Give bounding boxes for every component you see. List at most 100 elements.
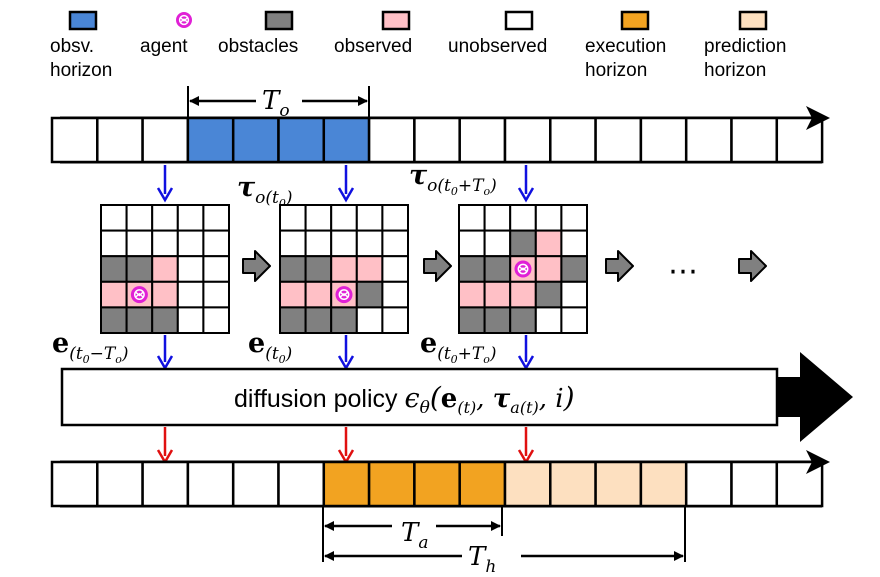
- legend-swatch-obstacles: [264, 10, 294, 31]
- grid-3-cell: [483, 204, 512, 232]
- chevron-arrow-1: [423, 250, 452, 282]
- grid-2-cell: [381, 255, 409, 283]
- grid-3-cell: [560, 280, 589, 309]
- chevron-arrow-3: [738, 250, 767, 282]
- top-timeline-cells: [50, 116, 824, 164]
- grid-1-cell: [151, 255, 179, 283]
- agent-icon: [176, 12, 192, 28]
- grid-2-cell: [381, 306, 409, 334]
- grid-2-cell: [355, 255, 384, 283]
- top-timeline-cell-1: [96, 116, 144, 164]
- bottom-timeline-cell-11: [549, 460, 597, 508]
- bottom-timeline-cell-12: [594, 460, 643, 508]
- legend-label-unobserved-0: unobserved: [448, 36, 547, 57]
- diffusion-policy-arrowhead: [777, 352, 853, 442]
- grid-1-cell: [202, 306, 230, 334]
- grid-3-cell: [534, 204, 563, 232]
- blue-arrow-top-0: [156, 165, 174, 203]
- legend-swatch-observed: [381, 10, 411, 31]
- legend-label-prediction-0: prediction: [704, 36, 786, 57]
- grid-1-cell: [151, 306, 179, 334]
- grid-3-cell: [534, 255, 563, 283]
- grid-1-cell: [176, 229, 205, 258]
- bottom-timeline-cell-1: [96, 460, 144, 508]
- grid-1-cell: [202, 229, 230, 258]
- grid-2-cell: [304, 204, 333, 232]
- grid-1-cell: [100, 229, 128, 258]
- top-timeline-cell-12: [594, 116, 643, 164]
- grid-3-cell: [509, 306, 537, 334]
- to-label: To: [262, 86, 290, 121]
- blue-arrow-top-2: [517, 165, 535, 203]
- diffusion-policy-label: diffusion policy ϵθ(e(t), τa(t), i): [234, 381, 575, 418]
- grid-2-cell: [355, 280, 384, 309]
- grid-3-cell: [560, 306, 589, 334]
- top-timeline-cell-7: [367, 116, 416, 164]
- red-arrows: [156, 427, 535, 465]
- blue-arrow-mid-1: [337, 335, 355, 371]
- red-arrow-2: [517, 427, 535, 465]
- grid-1-cell: [125, 255, 154, 283]
- grid-3-cell: [458, 255, 486, 283]
- grid-2: [279, 204, 409, 334]
- legend-item-prediction: prediction horizon: [704, 10, 786, 81]
- grid-3-cell: [509, 229, 537, 258]
- agent-icon: [335, 286, 353, 304]
- grid-2-cell: [304, 229, 333, 258]
- top-timeline: [50, 106, 830, 164]
- grid-1-cell: [151, 280, 179, 309]
- grid-3-cell: [458, 204, 486, 232]
- grid-1: [100, 204, 230, 334]
- ellipsis: ⋯: [668, 254, 698, 289]
- bottom-timeline-cell-7: [367, 460, 416, 508]
- grid-2-cell: [304, 306, 333, 334]
- grid-3-cell: [534, 306, 563, 334]
- bottom-timeline-cell-10: [503, 460, 552, 508]
- th-label: Th: [468, 542, 496, 577]
- chevron-arrow-0: [242, 250, 271, 282]
- grid-3-cell: [483, 255, 512, 283]
- grid-2-cell: [381, 280, 409, 309]
- grid-2-cell: [330, 204, 358, 232]
- e-label-2: e(t0): [248, 328, 292, 366]
- grid-3-cell: [509, 255, 537, 283]
- grid-2-cell: [279, 306, 307, 334]
- observation-grids: [100, 204, 589, 334]
- legend-item-observed: observed: [334, 10, 412, 57]
- grid-3-cell: [483, 306, 512, 334]
- legend-label-prediction-1: horizon: [704, 60, 766, 81]
- legend-label-observed-0: observed: [334, 36, 412, 57]
- grid-1-cell: [125, 306, 154, 334]
- top-timeline-cell-10: [503, 116, 552, 164]
- chevron-arrow-2: [605, 250, 634, 282]
- grid-3-cell: [534, 229, 563, 258]
- grid-1-cell: [100, 280, 128, 309]
- bottom-timeline-cell-15: [730, 460, 779, 508]
- grid-2-cell: [381, 204, 409, 232]
- bottom-timeline: [50, 450, 830, 508]
- bottom-timeline-cell-14: [684, 460, 733, 508]
- top-timeline-cell-8: [413, 116, 461, 164]
- legend-label-execution-1: horizon: [585, 60, 647, 81]
- grid-1-cell: [151, 204, 179, 232]
- top-timeline-cell-5: [277, 116, 326, 164]
- grid-1-cell: [125, 204, 154, 232]
- bottom-timeline-arrowhead: [806, 450, 830, 474]
- grid-2-cell: [381, 229, 409, 258]
- grid-2-cell: [330, 229, 358, 258]
- grid-1-cell: [125, 229, 154, 258]
- grid-2-cell: [279, 280, 307, 309]
- grid-1-cell: [100, 306, 128, 334]
- top-timeline-arrowhead: [806, 106, 830, 130]
- blue-arrow-top-1: [337, 165, 355, 203]
- bottom-timeline-cell-13: [639, 460, 688, 508]
- grid-3-cell: [560, 255, 589, 283]
- grid-2-cell: [330, 306, 358, 334]
- grid-1-cell: [100, 204, 128, 232]
- legend-label-obstacles-0: obstacles: [218, 36, 298, 57]
- top-timeline-cell-2: [141, 116, 190, 164]
- bottom-timeline-cell-5: [277, 460, 326, 508]
- top-timeline-cell-13: [639, 116, 688, 164]
- top-timeline-cell-11: [549, 116, 597, 164]
- grid-3-cell: [534, 280, 563, 309]
